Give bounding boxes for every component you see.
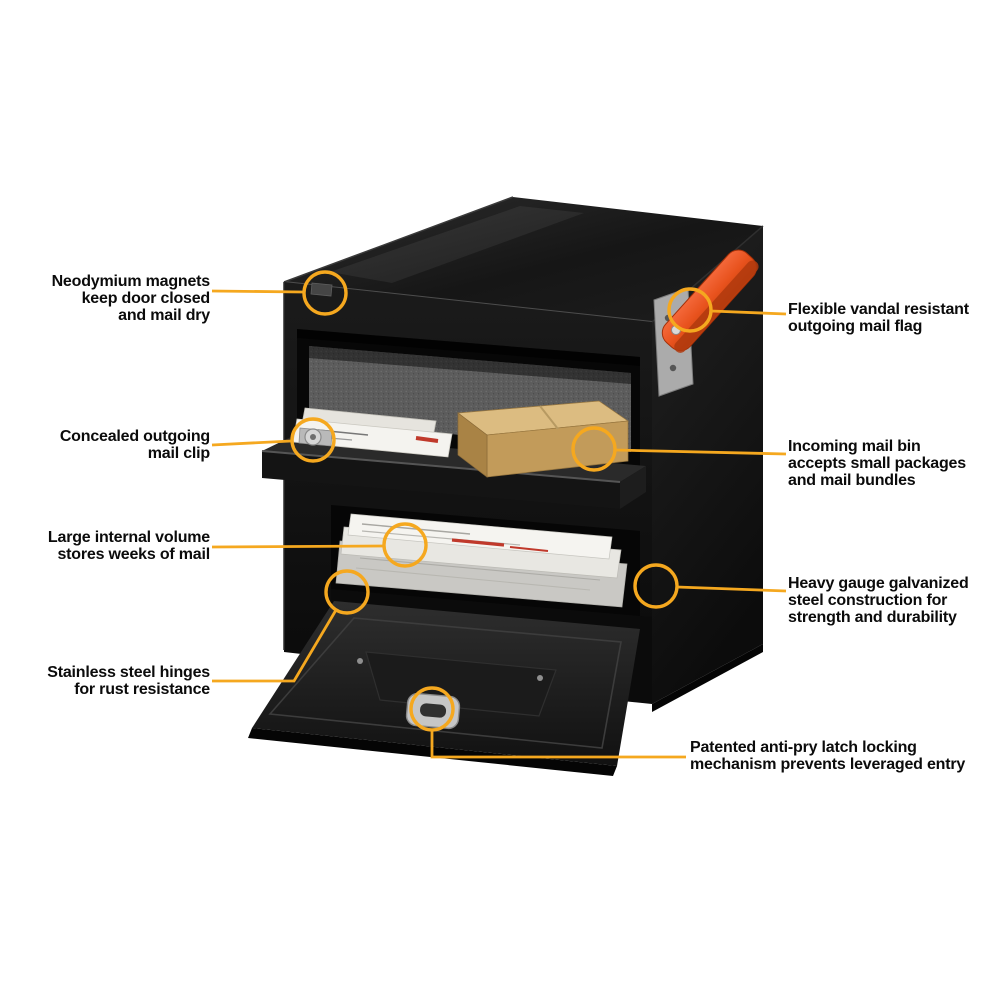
callout-text-line: outgoing mail flag xyxy=(788,318,923,335)
callout-line-steel-construction xyxy=(676,585,787,593)
callout-text-line: stores weeks of mail xyxy=(57,546,210,563)
callout-ring-incoming-bin xyxy=(571,426,617,472)
callout-line-anti-pry-latch xyxy=(430,730,686,759)
callout-ring-mail-flag xyxy=(667,287,713,333)
callout-text-line: steel construction for xyxy=(788,592,948,609)
callout-line-incoming-bin xyxy=(614,448,787,456)
package-box xyxy=(457,400,629,478)
mailbox-base-edge xyxy=(652,644,763,712)
callout-text-line: Large internal volume xyxy=(47,529,210,546)
callout-label-outgoing-clip: Concealed outgoing mail clip xyxy=(60,428,210,462)
callout-label-mail-flag: Flexible vandal resistant outgoing mail … xyxy=(788,301,969,335)
callout-label-hinges: Stainless steel hinges for rust resistan… xyxy=(47,664,210,698)
callout-graphics xyxy=(211,270,787,759)
callout-line-magnets xyxy=(211,289,304,294)
callout-label-magnets: Neodymium magnets keep door closed and m… xyxy=(51,273,211,324)
callout-text-line: Flexible vandal resistant xyxy=(788,301,969,318)
mailbox-top-panel xyxy=(284,197,763,322)
storage-compartment-opening xyxy=(331,505,640,617)
mailbox-top-sheen xyxy=(330,206,584,283)
callout-label-internal-volume: Large internal volume stores weeks of ma… xyxy=(48,529,210,563)
callout-ring-magnets xyxy=(302,270,348,316)
callout-text-line: mechanism prevents leveraged entry xyxy=(690,756,966,773)
callout-line-internal-volume xyxy=(211,544,384,549)
callout-label-incoming-bin: Incoming mail bin accepts small packages… xyxy=(788,438,966,489)
callout-text-line: keep door closed xyxy=(81,290,211,307)
callout-line-hinges xyxy=(212,609,338,683)
callout-text-line: mail clip xyxy=(147,445,210,462)
callout-ring-anti-pry-latch xyxy=(409,686,455,732)
callout-ring-hinges xyxy=(324,569,370,615)
door-magnet xyxy=(310,282,333,297)
callout-text-line: Concealed outgoing xyxy=(59,428,210,445)
mail-clip xyxy=(298,427,333,447)
callout-text-line: and mail bundles xyxy=(788,472,916,489)
callout-text-line: Neodymium magnets xyxy=(51,273,211,290)
callout-text-line: Stainless steel hinges xyxy=(47,664,210,681)
callout-ring-outgoing-clip xyxy=(290,417,336,463)
callout-line-mail-flag xyxy=(710,309,787,316)
callout-text-line: strength and durability xyxy=(788,609,957,626)
callout-text-line: Heavy gauge galvanized xyxy=(788,575,969,592)
callout-text-line: and mail dry xyxy=(118,307,210,324)
callout-label-steel-construction: Heavy gauge galvanized steel constructio… xyxy=(788,575,969,626)
outgoing-mail-envelopes xyxy=(292,407,453,458)
callout-line-outgoing-clip xyxy=(211,439,292,447)
callout-ring-steel-construction xyxy=(633,563,679,609)
callout-ring-internal-volume xyxy=(382,522,428,568)
callout-text-line: Incoming mail bin xyxy=(788,438,921,455)
callout-label-anti-pry-latch: Patented anti-pry latch locking mechanis… xyxy=(690,739,965,773)
callout-text-line: Patented anti-pry latch locking xyxy=(690,739,917,756)
anti-pry-latch xyxy=(405,692,461,730)
callout-text-line: accepts small packages xyxy=(788,455,966,472)
callout-text-line: for rust resistance xyxy=(74,681,210,698)
